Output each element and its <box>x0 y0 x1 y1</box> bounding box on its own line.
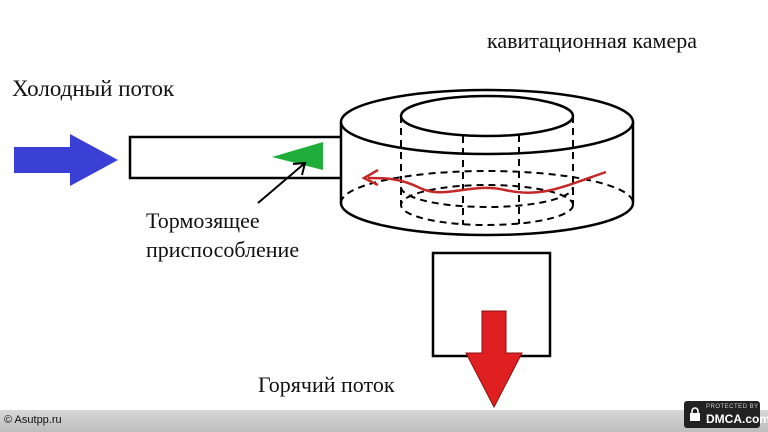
inner-cylinder-bottom <box>400 184 574 226</box>
lock-icon <box>690 407 700 421</box>
site-credit[interactable]: © Asutpp.ru <box>4 414 62 426</box>
inner-level-hidden <box>400 186 574 208</box>
swirl-arrowhead <box>361 168 379 187</box>
swirl-flow-line <box>367 170 607 195</box>
brake-pointer-line <box>257 162 306 204</box>
dmca-badge-top: PROTECTED BY <box>706 404 759 410</box>
brake-label: Тормозящее приспособление <box>146 206 299 264</box>
brake-label-line1: Тормозящее <box>146 208 260 233</box>
cold-flow-label: Холодный поток <box>12 76 175 101</box>
dmca-badge[interactable]: PROTECTED BY DMCA.com <box>684 401 768 428</box>
camera-label: кавитационная камера <box>487 28 697 53</box>
brake-pointer-head <box>292 161 307 176</box>
brake-element-triangle <box>272 142 323 170</box>
brake-label-line2: приспособление <box>146 237 300 262</box>
hot-flow-label: Горячий поток <box>258 372 395 397</box>
footer-bar: © Asutpp.ru PROTECTED BY DMCA.com <box>0 401 768 432</box>
cold-flow-arrow <box>14 134 118 186</box>
inner-cylinder-top <box>399 94 575 138</box>
dmca-badge-main: DMCA.com <box>706 412 768 426</box>
hot-flow-arrow <box>465 310 523 409</box>
